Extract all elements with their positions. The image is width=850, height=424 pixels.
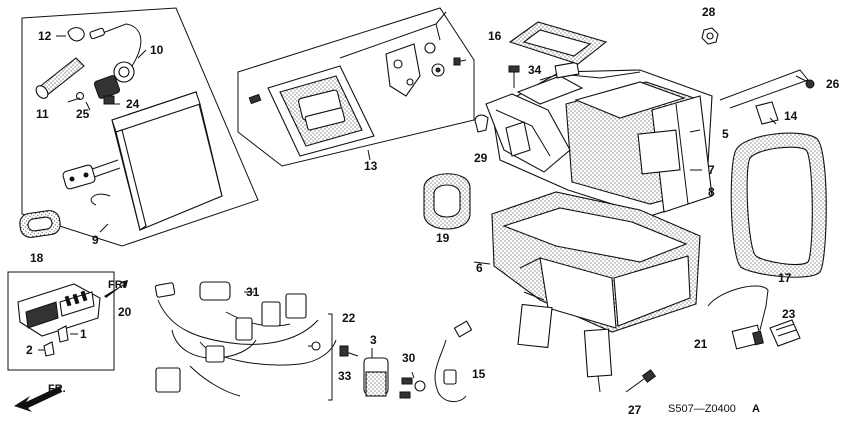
bracket-22 xyxy=(328,313,333,401)
bracket-5-rod xyxy=(719,69,809,109)
callout-21: 21 xyxy=(694,337,708,351)
callout-12: 12 xyxy=(38,29,52,43)
wire-harness xyxy=(154,281,337,401)
callout-26: 26 xyxy=(826,77,840,91)
harness-connector-d xyxy=(285,293,307,319)
seal-17 xyxy=(730,132,827,278)
callout-11: 11 xyxy=(36,107,49,121)
front-arrow-icon xyxy=(14,386,62,412)
callout-23: 23 xyxy=(782,307,796,321)
front-arrow-icon xyxy=(104,280,128,298)
evaporator-group-frame xyxy=(21,7,259,247)
door-nut-top xyxy=(424,42,436,54)
callout-20: 20 xyxy=(118,305,132,319)
callout-13: 13 xyxy=(364,159,378,173)
evaporator-core xyxy=(111,91,223,231)
screws-30 xyxy=(399,371,426,399)
screw-34 xyxy=(508,65,520,88)
callout-3: 3 xyxy=(370,333,377,347)
heater-unit-assembly xyxy=(485,61,713,393)
harness-connector-e xyxy=(205,345,225,363)
pipe-flange xyxy=(62,164,96,190)
leader-6 xyxy=(473,261,491,265)
callout-18: 18 xyxy=(30,251,44,265)
front-label-large: FR. xyxy=(48,383,66,395)
callout-5: 5 xyxy=(722,127,729,141)
callout-7: 7 xyxy=(708,163,715,177)
upper-case xyxy=(491,61,713,217)
o-ring xyxy=(75,91,85,101)
thermostat-probe xyxy=(89,27,105,40)
harness-connector-c xyxy=(261,301,281,327)
control-unit xyxy=(17,283,101,337)
screw-26 xyxy=(795,75,815,89)
relay-3 xyxy=(363,348,389,397)
callout-30: 30 xyxy=(402,351,416,365)
air-mix-door xyxy=(267,65,375,157)
callout-labels: 12 10 11 25 24 9 18 13 16 34 28 26 14 5 … xyxy=(26,5,840,417)
seal-19 xyxy=(423,173,471,230)
bolt-27 xyxy=(625,369,657,393)
callout-29: 29 xyxy=(474,151,488,165)
callout-10: 10 xyxy=(150,43,164,57)
callout-19: 19 xyxy=(436,231,450,245)
harness-connector-b xyxy=(235,317,253,341)
bracket-14 xyxy=(755,101,779,125)
callout-25: 25 xyxy=(76,107,90,121)
harness-loop xyxy=(199,281,231,301)
diagram-code: S507—Z0400 xyxy=(668,403,736,415)
mid-case xyxy=(485,93,571,173)
clip-1 xyxy=(57,325,69,343)
bolt-33 xyxy=(339,345,359,357)
callout-8: 8 xyxy=(708,185,715,199)
bolt-28 xyxy=(701,27,719,45)
callout-31: 31 xyxy=(246,285,260,299)
door-rod xyxy=(339,23,437,59)
harness-connector-f xyxy=(155,367,181,393)
thermostat-clip xyxy=(67,27,85,42)
callout-2: 2 xyxy=(26,343,33,357)
callout-16: 16 xyxy=(488,29,502,43)
callout-1: 1 xyxy=(80,327,87,341)
sensor-harness-15 xyxy=(434,320,473,402)
insulation-tube xyxy=(35,57,85,99)
callout-28: 28 xyxy=(702,5,716,19)
door-screw xyxy=(248,93,262,105)
callout-34: 34 xyxy=(528,63,542,77)
callout-24: 24 xyxy=(126,97,140,111)
evaporator-group xyxy=(19,7,259,247)
lower-case xyxy=(491,191,701,393)
callout-9: 9 xyxy=(92,233,99,247)
ground-terminal xyxy=(311,341,321,351)
callout-22: 22 xyxy=(342,311,356,325)
sensor-21 xyxy=(707,285,769,350)
drain-pipe xyxy=(90,193,111,206)
callout-17: 17 xyxy=(778,271,792,285)
callout-6: 6 xyxy=(476,261,483,275)
expansion-valve xyxy=(89,23,142,105)
callout-33: 33 xyxy=(338,369,352,383)
callout-15: 15 xyxy=(472,367,486,381)
control-unit-frame xyxy=(7,271,115,371)
filter-door-group-frame xyxy=(237,7,475,167)
seal-18 xyxy=(19,210,61,238)
control-unit-group xyxy=(7,271,115,371)
harness-connector-a xyxy=(154,282,176,298)
clip-29 xyxy=(474,114,489,133)
front-arrow-small xyxy=(104,280,128,298)
callout-27: 27 xyxy=(628,403,642,417)
diagram-code-suffix: A xyxy=(752,403,760,415)
front-arrow-large xyxy=(14,386,62,412)
callout-14: 14 xyxy=(784,109,798,123)
filter-door-group xyxy=(237,7,475,167)
door-link-arm xyxy=(385,43,421,97)
connector-23 xyxy=(769,319,801,347)
screw-2 xyxy=(43,341,55,357)
seal-16 xyxy=(508,21,608,65)
front-label-small: FR. xyxy=(108,279,126,291)
